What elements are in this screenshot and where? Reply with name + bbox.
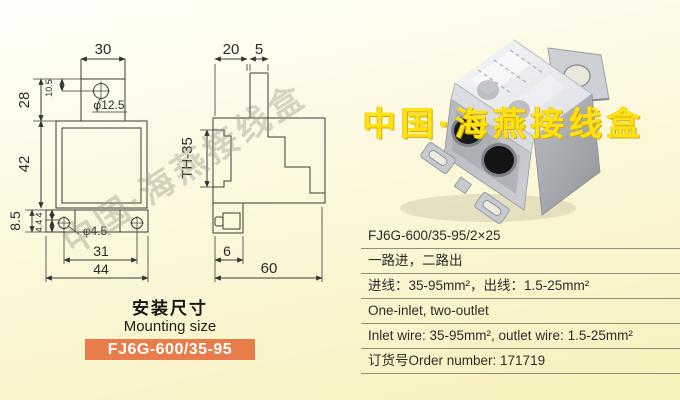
spec-row-wire-en: Inlet wire: 35-95mm², outlet wire: 1.5-2… bbox=[361, 324, 680, 349]
model-badge: FJ6G-600/35-95 bbox=[85, 339, 255, 360]
spec-row-model: FJ6G-600/35-95/2×25 bbox=[361, 224, 680, 249]
dim-label-20: 20 bbox=[223, 41, 240, 58]
dim-label-dia-4-5: φ4.5 bbox=[83, 224, 108, 238]
dim-label-31: 31 bbox=[93, 243, 109, 259]
title-english: Mounting size bbox=[123, 318, 217, 335]
spec-row-order-number: 订货号Order number: 171719 bbox=[361, 349, 680, 374]
mounting-feet bbox=[420, 142, 510, 224]
outlet-hole bbox=[484, 146, 514, 174]
dim-label-4: 4 bbox=[34, 212, 44, 217]
screw-under-cover bbox=[508, 100, 530, 120]
spec-row-ways-en: One-inlet, two-outlet bbox=[361, 299, 680, 324]
clear-cover bbox=[450, 39, 593, 154]
dim-label-28: 28 bbox=[16, 92, 33, 109]
screw-under-cover bbox=[477, 80, 499, 100]
body-front-face bbox=[443, 98, 532, 211]
dim-label-30: 30 bbox=[95, 41, 112, 58]
dim-label-6: 6 bbox=[223, 243, 231, 259]
dim-label-42: 42 bbox=[16, 156, 33, 173]
front-view-drawing bbox=[25, 56, 149, 282]
dim-label-44: 44 bbox=[93, 261, 109, 277]
dim-label-5: 5 bbox=[255, 41, 263, 58]
dim-label-8-5: 8.5 bbox=[7, 211, 23, 231]
spec-row-ways-cn: 一路进，二路出 bbox=[361, 249, 680, 274]
dim-label-4-4: 4.4 bbox=[34, 220, 44, 233]
dim-label-th-35: TH-35 bbox=[179, 137, 196, 179]
dim-label-dia-12-5: φ12.5 bbox=[93, 98, 124, 112]
product-photo bbox=[400, 39, 610, 224]
title-block: 安装尺寸 Mounting size FJ6G-600/35-95 bbox=[85, 299, 255, 360]
dim-label-10-5: 10.5 bbox=[44, 79, 54, 97]
side-view-drawing bbox=[200, 56, 326, 282]
inlet-hole bbox=[454, 118, 482, 144]
spec-row-wire-cn: 进线：35-95mm²，出线：1.5-25mm² bbox=[361, 274, 680, 299]
dim-label-60: 60 bbox=[261, 260, 278, 277]
side-view-labels: 20 5 TH-35 6 60 bbox=[179, 41, 277, 277]
title-chinese: 安装尺寸 bbox=[132, 299, 208, 318]
front-view-labels: 30 10.5 φ12.5 28 42 8.5 4 4.4 φ4.5 31 44 bbox=[7, 41, 125, 277]
spec-table: FJ6G-600/35-95/2×25 一路进，二路出 进线：35-95mm²，… bbox=[361, 224, 680, 374]
